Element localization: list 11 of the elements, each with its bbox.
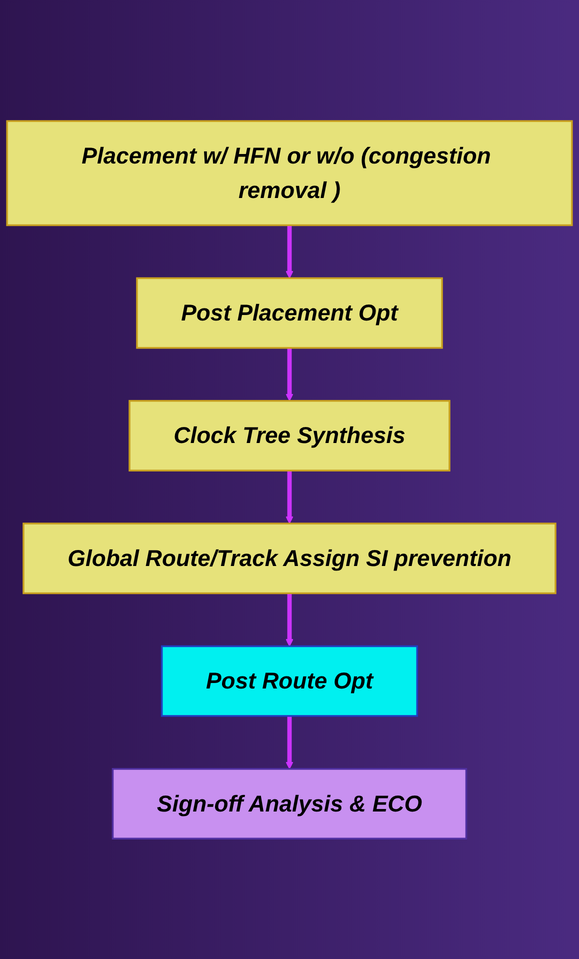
arrow xyxy=(286,470,294,524)
node-box: Post Placement Opt xyxy=(136,276,443,348)
arrow xyxy=(286,348,294,401)
arrow xyxy=(286,224,294,278)
node-box: Global Route/Track Assign SI prevention xyxy=(22,522,556,594)
arrow xyxy=(286,716,294,769)
node-box: Clock Tree Synthesis xyxy=(128,400,450,472)
arrow xyxy=(286,592,294,646)
node-box: Post Route Opt xyxy=(160,645,418,716)
node-box: Placement w/ HFN or w/o (congestion removal ) xyxy=(6,120,573,226)
node-box: Sign-off Analysis & ECO xyxy=(112,768,468,840)
